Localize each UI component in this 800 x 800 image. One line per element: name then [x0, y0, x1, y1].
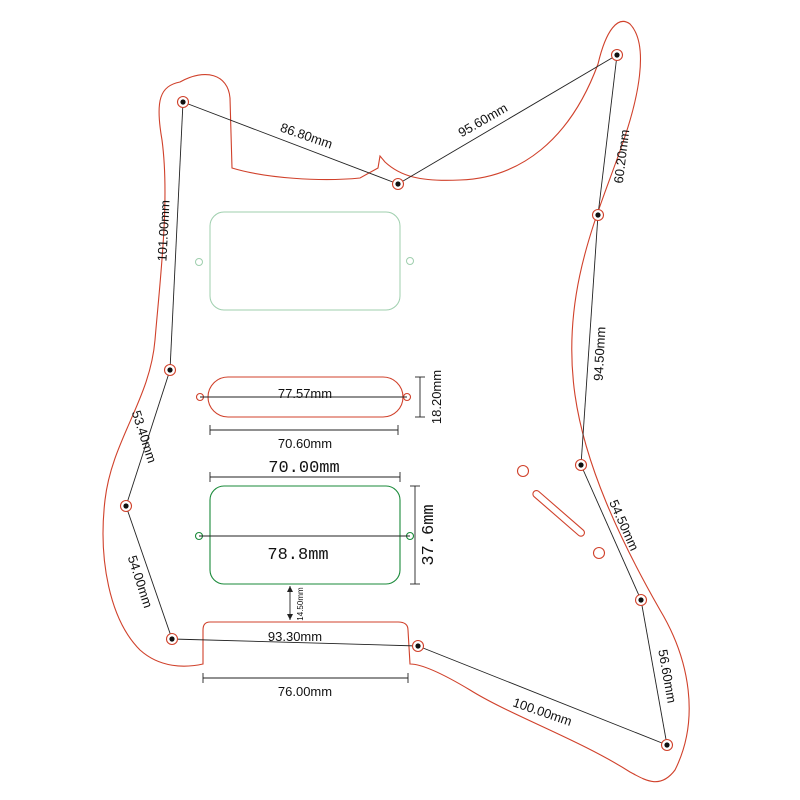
control-hole — [592, 546, 606, 560]
dimension-label: 70.60mm — [278, 436, 332, 451]
dimension-label: 77.57mm — [278, 386, 332, 401]
mounting-hole — [163, 363, 177, 377]
mounting-hole — [176, 95, 190, 109]
dimension-label: 18.20mm — [429, 370, 444, 424]
neck-humbucker-route — [209, 211, 401, 311]
dimension-label: 14.50mm — [296, 587, 305, 621]
control-hole — [516, 464, 530, 478]
mounting-hole — [165, 632, 179, 646]
mounting-holes — [119, 48, 674, 752]
mounting-hole — [610, 48, 624, 62]
mounting-hole — [634, 593, 648, 607]
dimension-label: 60.20mm — [611, 129, 632, 185]
neck-pickup-screw — [406, 257, 414, 265]
dimension-line — [171, 638, 419, 647]
dimension-line — [580, 214, 599, 466]
neck-pickup-screw — [195, 258, 203, 266]
mounting-hole — [591, 208, 605, 222]
mounting-hole — [660, 738, 674, 752]
pickguard-outline — [102, 20, 690, 783]
dimension-line — [417, 645, 668, 746]
pickup-dimension-lines — [199, 376, 425, 683]
arrow-head — [287, 586, 293, 592]
dimension-label: 93.30mm — [268, 629, 322, 644]
perimeter-dimension-lines — [125, 54, 668, 746]
dimension-line — [125, 505, 173, 640]
mounting-hole — [411, 639, 425, 653]
dimension-label: 56.60mm — [655, 648, 679, 704]
dimension-line — [125, 369, 171, 507]
switch-slot — [532, 489, 585, 537]
dimension-line — [597, 54, 618, 216]
mounting-hole — [391, 177, 405, 191]
dimension-line — [182, 101, 399, 185]
bridge-humbucker-route — [209, 485, 401, 585]
dimension-line — [397, 54, 618, 185]
dimension-line — [580, 464, 642, 601]
dimension-label: 54.00mm — [125, 554, 156, 610]
dimension-label: 76.00mm — [278, 684, 332, 699]
dimension-line — [640, 599, 668, 746]
dimension-label: 94.50mm — [591, 326, 609, 381]
dimension-label: 54.50mm — [606, 497, 642, 553]
dimension-line — [169, 101, 184, 371]
dimension-label: 100.00mm — [511, 695, 574, 729]
dimension-label: 78.8mm — [267, 546, 328, 565]
dimension-label: 101.00mm — [154, 200, 172, 262]
mounting-hole — [574, 458, 588, 472]
mounting-hole — [119, 499, 133, 513]
dimension-label: 37.6mm — [420, 504, 439, 565]
dimension-label: 70.00mm — [268, 459, 339, 478]
arrow-head — [287, 614, 293, 620]
dimension-label: 86.80mm — [278, 120, 334, 152]
